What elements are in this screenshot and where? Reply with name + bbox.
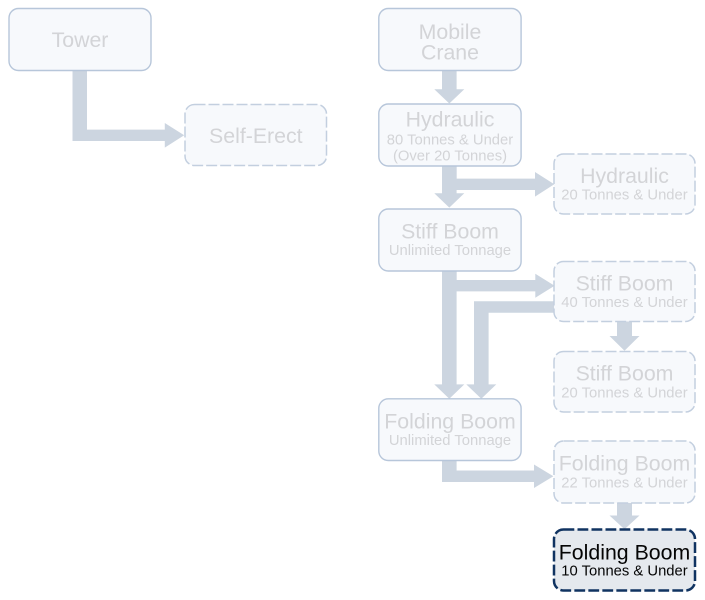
svg-text:Self-Erect: Self-Erect [209, 124, 303, 148]
svg-text:Crane: Crane [421, 41, 479, 65]
svg-text:Unlimited Tonnage: Unlimited Tonnage [389, 433, 511, 449]
svg-text:(Over 20 Tonnes): (Over 20 Tonnes) [393, 148, 507, 164]
svg-text:Hydraulic: Hydraulic [580, 164, 669, 188]
svg-text:Folding Boom: Folding Boom [384, 409, 515, 433]
svg-text:Folding Boom: Folding Boom [559, 452, 690, 476]
svg-text:80 Tonnes & Under: 80 Tonnes & Under [387, 132, 513, 148]
svg-text:Tower: Tower [52, 28, 109, 52]
svg-text:Stiff Boom: Stiff Boom [576, 362, 674, 386]
svg-text:Unlimited Tonnage: Unlimited Tonnage [389, 243, 511, 259]
svg-text:Stiff Boom: Stiff Boom [401, 220, 499, 244]
svg-text:40 Tonnes & Under: 40 Tonnes & Under [561, 295, 687, 311]
svg-text:20 Tonnes & Under: 20 Tonnes & Under [561, 385, 687, 401]
svg-text:10 Tonnes & Under: 10 Tonnes & Under [561, 564, 687, 580]
svg-text:22 Tonnes & Under: 22 Tonnes & Under [561, 476, 687, 492]
svg-text:Mobile: Mobile [419, 20, 482, 44]
svg-text:Stiff Boom: Stiff Boom [576, 271, 674, 295]
svg-text:Hydraulic: Hydraulic [406, 107, 495, 131]
svg-text:20 Tonnes & Under: 20 Tonnes & Under [561, 188, 687, 204]
svg-text:Folding Boom: Folding Boom [559, 541, 690, 565]
